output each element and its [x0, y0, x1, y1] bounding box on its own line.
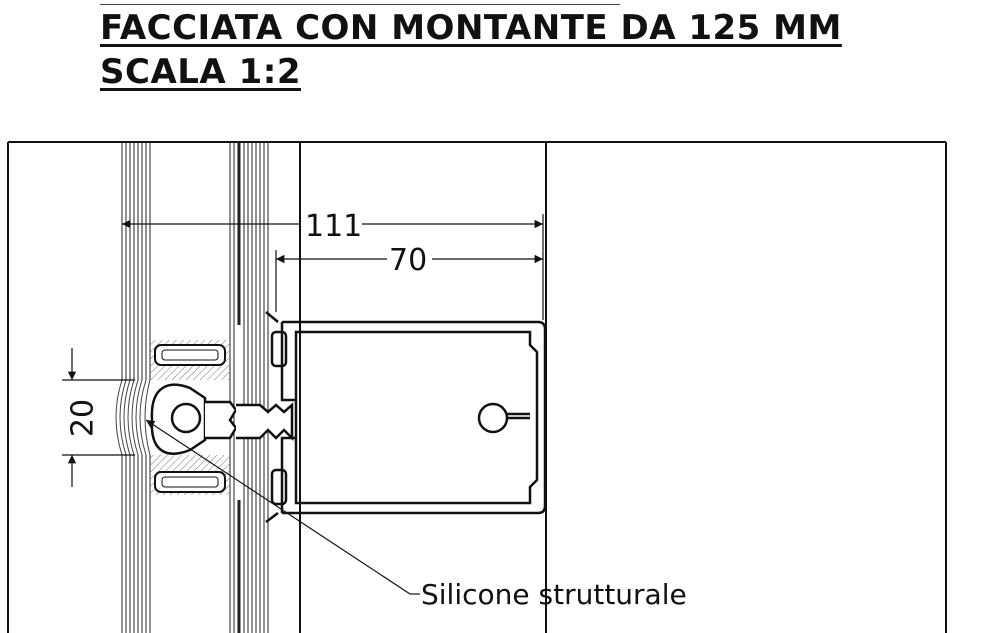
spacer-upper: [150, 340, 230, 380]
silicone-label: Silicone strutturale: [421, 578, 687, 611]
pressure-gasket: [150, 383, 294, 455]
title-top-rule: [100, 4, 620, 5]
mullion-profile: [265, 311, 547, 523]
silicone-joint: [115, 379, 151, 456]
silicone-leader: [145, 419, 420, 595]
spacer-lower: [150, 455, 230, 495]
dimension-70-label: 70: [389, 243, 427, 278]
drawing-frame: [7, 141, 947, 633]
dimension-20-label: 20: [66, 399, 101, 437]
drawing-scale: SCALA 1:2: [100, 52, 301, 92]
dimension-111: [121, 214, 544, 320]
glass-pane-outer: [121, 142, 151, 633]
glass-pane-inner: [229, 142, 269, 633]
drawing-title: FACCIATA CON MONTANTE DA 125 MM: [100, 8, 842, 48]
dimension-20: [62, 348, 135, 487]
dimension-70: [275, 250, 543, 312]
title-block: FACCIATA CON MONTANTE DA 125 MM SCALA 1:…: [100, 6, 842, 94]
dimension-111-label: 111: [305, 209, 362, 244]
